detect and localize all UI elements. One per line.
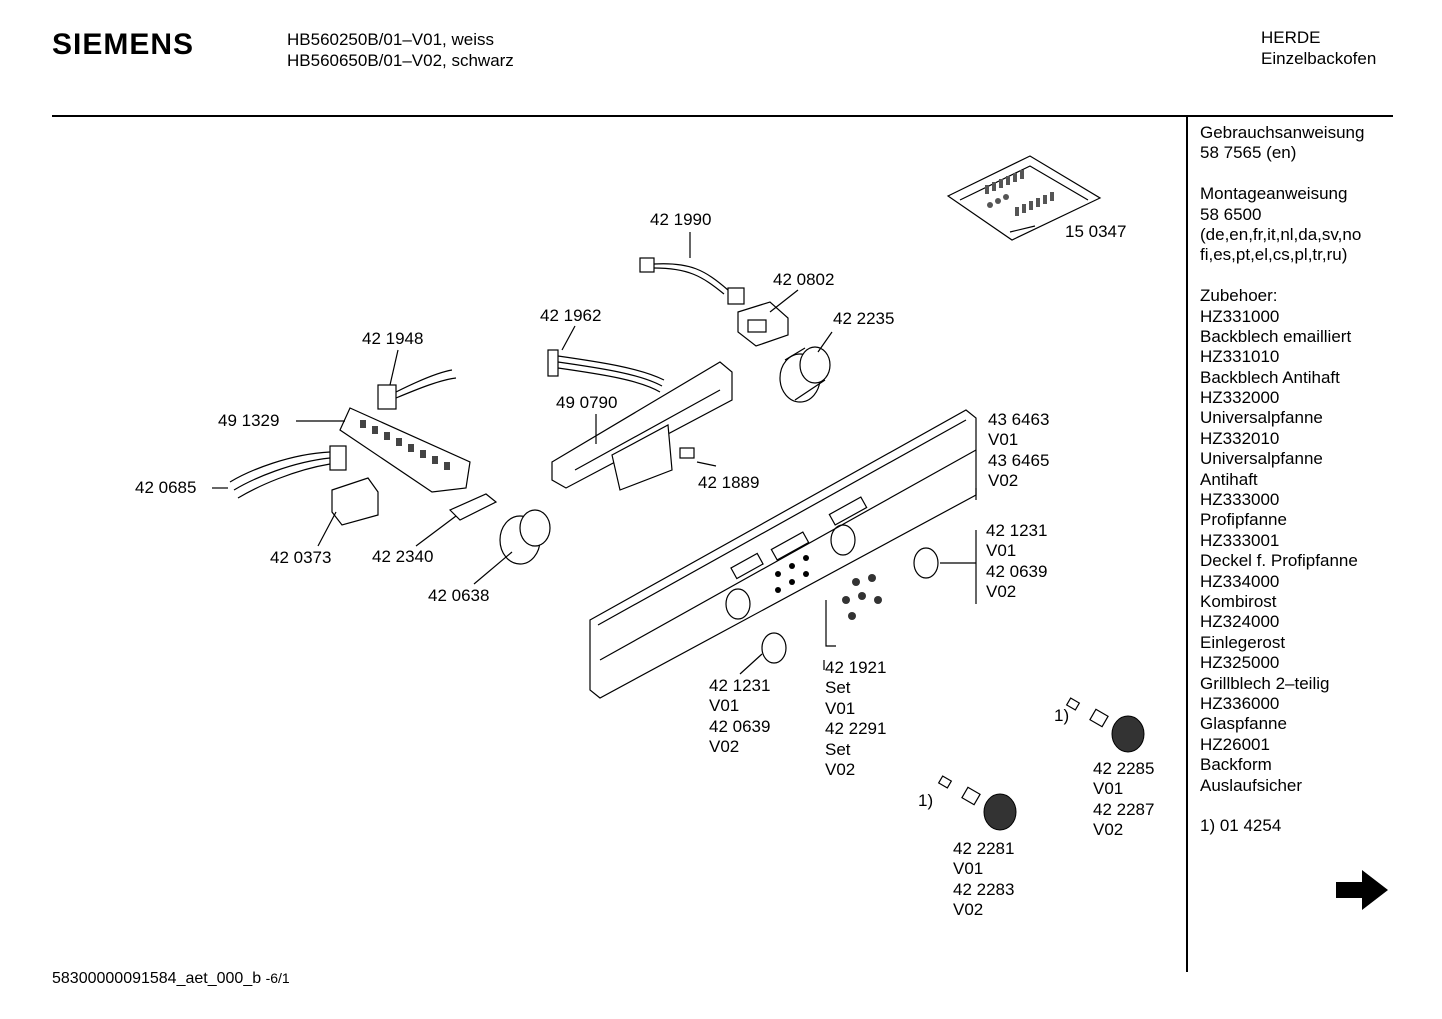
label-420638: 42 0638 [428, 586, 490, 605]
sidebar-line: Antihaft [1200, 469, 1258, 489]
sidebar-line: HZ336000 [1200, 693, 1280, 713]
sidebar-line: HZ332010 [1200, 428, 1280, 448]
model-line-1: HB560250B/01–V01, weiss [287, 30, 494, 49]
sidebar-line: Grillblech 2–teilig [1200, 673, 1330, 693]
knob-housing-422235-part [779, 346, 831, 403]
sidebar-line: Montageanweisung [1200, 184, 1348, 204]
sidebar-line: Deckel f. Profipfanne [1200, 551, 1358, 571]
category-line-2: Einzelbackofen [1261, 49, 1377, 68]
wire-set-420685-part [229, 445, 347, 499]
footer-doc-id: 58300000091584_aet_000_b [52, 970, 262, 987]
wire-harness-421948-part [377, 369, 457, 410]
knob-left-part [937, 775, 1017, 831]
sidebar-line: 58 6500 [1200, 204, 1262, 224]
switch-420802-part [737, 301, 789, 347]
screw-bag-part [946, 155, 1102, 241]
sidebar-line: (de,en,fr,it,nl,da,sv,no [1200, 224, 1362, 244]
sidebar-line: Backform [1200, 755, 1272, 775]
sidebar-line: Backblech Antihaft [1200, 367, 1340, 387]
label-420802: 42 0802 [773, 270, 835, 289]
label-490790: 49 0790 [556, 393, 618, 412]
sidebar-line: Profipfanne [1200, 510, 1287, 530]
footnote-marker-left: 1) [918, 791, 934, 810]
sidebar-line: Backblech emailliert [1200, 326, 1352, 346]
clip-421889-part [679, 447, 695, 459]
label-150347: 15 0347 [1065, 222, 1127, 241]
sidebar-line: Universalpfanne [1200, 449, 1323, 469]
sidebar-line: HZ331000 [1200, 306, 1280, 326]
label-491329: 49 1329 [218, 411, 280, 430]
control-frame-490790-part [551, 361, 733, 491]
sidebar-line: HZ325000 [1200, 653, 1280, 673]
sidebar-divider [1186, 117, 1188, 972]
sidebar-line: HZ333001 [1200, 530, 1280, 550]
knob-housing-420638-part [499, 509, 551, 565]
sidebar-line: HZ332000 [1200, 388, 1280, 408]
ring-left-part [761, 632, 787, 664]
screw-set-part [842, 574, 882, 620]
knob-right-part [1065, 697, 1145, 753]
label-422235: 42 2235 [833, 309, 895, 328]
model-line-2: HB560650B/01–V02, schwarz [287, 51, 514, 70]
label-421990: 42 1990 [650, 210, 712, 229]
brand-logo: SIEMENS [52, 28, 195, 61]
sidebar-line: HZ26001 [1200, 734, 1270, 754]
sidebar-line: HZ331010 [1200, 347, 1280, 367]
exploded-parts-diagram [212, 155, 1145, 831]
sidebar-line: Auslaufsicher [1200, 775, 1303, 795]
sidebar-line [1200, 164, 1364, 184]
footer-page: -6/1 [265, 970, 290, 986]
sidebar-line [1200, 796, 1364, 816]
ring-right-part [913, 547, 939, 579]
label-420373: 42 0373 [270, 548, 332, 567]
sidebar-line: fi,es,pt,el,cs,pl,tr,ru) [1200, 245, 1348, 265]
header-divider [52, 115, 1393, 117]
label-421889: 42 1889 [698, 473, 760, 492]
sidebar-line: HZ324000 [1200, 612, 1280, 632]
circuit-board-491329-part [339, 407, 471, 493]
holder-422340-part [448, 493, 498, 521]
footer: 58300000091584_aet_000_b -6/1 [52, 970, 290, 988]
sidebar-line: 58 7565 (en) [1200, 143, 1297, 163]
wire-harness-421990-part [639, 257, 745, 305]
sidebar-line [1200, 266, 1364, 286]
label-420685: 42 0685 [135, 478, 197, 497]
right-arrow-icon[interactable] [1334, 868, 1390, 917]
sidebar-line: Glaspfanne [1200, 714, 1287, 734]
sidebar-line: 1) 01 4254 [1200, 816, 1282, 836]
sidebar-line: HZ334000 [1200, 571, 1280, 591]
category-line-1: HERDE [1261, 28, 1321, 47]
sidebar-line: HZ333000 [1200, 490, 1280, 510]
sidebar-line: Universalpfanne [1200, 408, 1323, 428]
label-422340: 42 2340 [372, 547, 434, 566]
footnote-marker-right: 1) [1054, 706, 1070, 725]
leader-lines [212, 225, 1036, 675]
bracket-420373-part [331, 477, 379, 526]
sidebar-line: Einlegerost [1200, 632, 1286, 652]
label-421948: 42 1948 [362, 329, 424, 348]
sidebar-line: Kombirost [1200, 591, 1277, 611]
wire-harness-421962-part [547, 349, 665, 393]
label-421962: 42 1962 [540, 306, 602, 325]
sidebar-line: Gebrauchsanweisung [1200, 123, 1365, 142]
sidebar-line: Zubehoer: [1200, 286, 1278, 306]
